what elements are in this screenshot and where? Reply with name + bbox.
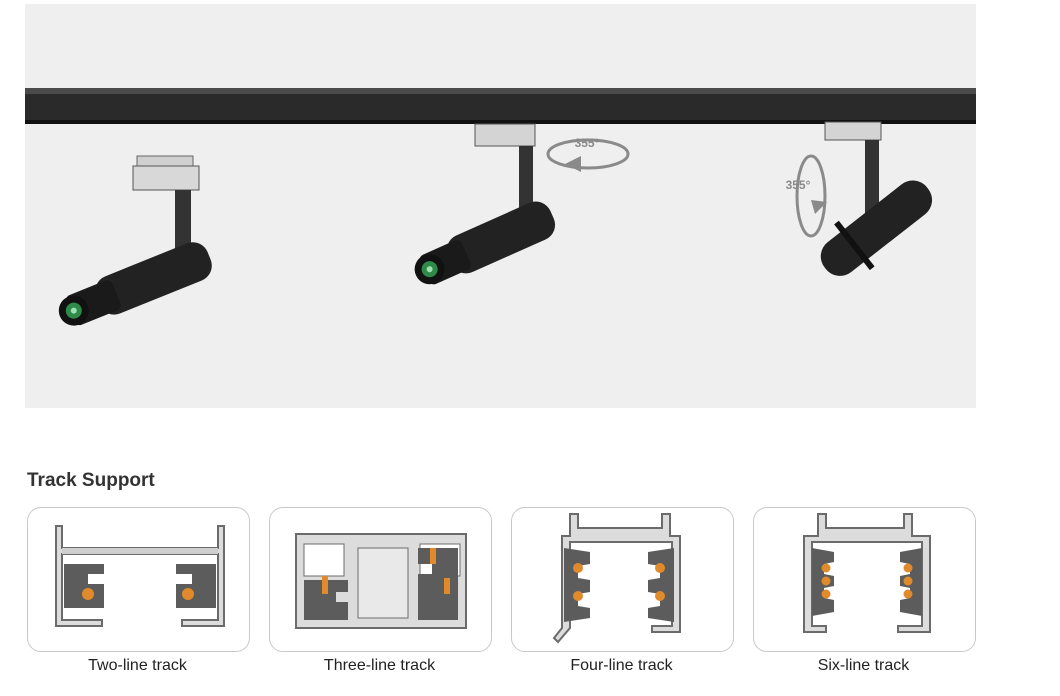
track-caption-four-line: Four-line track [570,657,673,674]
track-caption-six-line: Six-line track [817,657,910,674]
track-card-six-line [753,507,976,652]
track-card-four-line [511,507,734,652]
track-spotlights-illustration: 355° 355° [25,88,976,326]
rotation-label-vertical: 355° [786,178,811,192]
four-line-track-profile-icon [552,513,681,644]
rotation-arrow-horizontal-icon [546,138,630,170]
product-photo: 355° 355° [25,4,976,408]
section-title: Track Support [27,470,155,491]
two-line-track-profile-icon [55,525,225,627]
spotlight-3: 355° [786,121,933,276]
track-caption-three-line: Three-line track [323,657,436,674]
three-line-track-profile-icon [295,533,467,629]
track-caption-two-line: Two-line track [88,657,187,674]
track-card-two-line [27,507,250,652]
rotation-label-horizontal: 355° [575,136,600,150]
rotation-arrow-vertical-icon [795,154,827,238]
spotlight-2: 355° [414,123,630,285]
six-line-track-profile-icon [803,513,931,633]
track-card-three-line [269,507,492,652]
spotlight-1 [58,155,212,326]
